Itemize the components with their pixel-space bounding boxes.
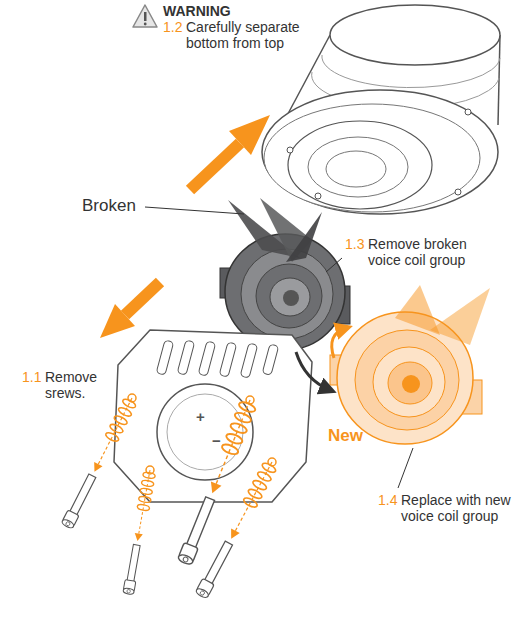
instruction-note: Remove broken voice coil group bbox=[368, 236, 488, 268]
screw-hole bbox=[287, 147, 293, 153]
cooling-fin bbox=[240, 343, 257, 378]
housing-top bbox=[330, 5, 500, 65]
terminal-plate-ring bbox=[167, 394, 243, 470]
leader-line bbox=[326, 258, 342, 272]
warning-icon bbox=[133, 5, 157, 27]
coil-ring bbox=[241, 249, 333, 339]
membrane bbox=[430, 288, 490, 345]
coil-ring bbox=[270, 278, 310, 316]
callout-number: 1.3 bbox=[345, 236, 364, 252]
swap-arrow bbox=[332, 328, 346, 358]
broken-voice-coil bbox=[220, 198, 350, 350]
leader-line bbox=[398, 448, 413, 488]
inner-ring bbox=[288, 121, 432, 209]
membrane bbox=[395, 285, 440, 335]
exclamation-bar bbox=[144, 12, 147, 21]
thread-line bbox=[322, 55, 500, 88]
housing-flange bbox=[262, 90, 498, 214]
screw bbox=[176, 397, 258, 566]
instruction-note: Replace with new voice coil group bbox=[401, 492, 523, 524]
coil-ring bbox=[355, 330, 459, 430]
coil-center bbox=[402, 375, 420, 393]
instruction-note: Remove srews. bbox=[45, 369, 107, 401]
instruction-note: Carefully separate bottom from top bbox=[186, 19, 341, 51]
cooling-fin bbox=[219, 342, 236, 377]
arrow-head bbox=[229, 115, 270, 155]
swap-arrow bbox=[296, 352, 330, 390]
exclamation-dot bbox=[144, 23, 147, 26]
coil-ring bbox=[373, 347, 445, 417]
cooling-fin bbox=[177, 340, 194, 375]
callout-number: 1.4 bbox=[378, 492, 397, 508]
coil-ring bbox=[256, 264, 322, 328]
cooling-fin bbox=[262, 344, 278, 375]
coil-center bbox=[283, 290, 299, 306]
new-voice-coil bbox=[330, 285, 490, 444]
top-housing bbox=[262, 5, 500, 214]
screw-hole bbox=[315, 193, 321, 199]
flange-face bbox=[264, 104, 480, 212]
inner-ring bbox=[326, 151, 386, 187]
coil-ring bbox=[388, 362, 432, 404]
inner-ring bbox=[308, 137, 408, 197]
polarity-sign: + bbox=[196, 408, 205, 425]
cooling-fin bbox=[198, 341, 215, 376]
callout-number: 1.1 bbox=[22, 369, 41, 385]
leader-line bbox=[145, 207, 244, 214]
part-label: Broken bbox=[82, 196, 136, 216]
arrow-head bbox=[100, 304, 135, 338]
warning-triangle bbox=[133, 5, 157, 27]
warning-title: WARNING bbox=[163, 3, 231, 19]
screw bbox=[60, 395, 138, 530]
move-arrow bbox=[190, 143, 240, 190]
screw-hole bbox=[455, 189, 461, 195]
torn-membrane bbox=[286, 212, 322, 262]
part-label: New bbox=[328, 426, 363, 446]
screw bbox=[194, 459, 278, 600]
move-arrow bbox=[125, 282, 160, 315]
cooling-fin bbox=[156, 340, 173, 375]
callout-number: 1.2 bbox=[163, 19, 182, 35]
screw bbox=[122, 469, 156, 595]
polarity-sign: − bbox=[212, 432, 221, 449]
screw-hole bbox=[465, 109, 471, 115]
